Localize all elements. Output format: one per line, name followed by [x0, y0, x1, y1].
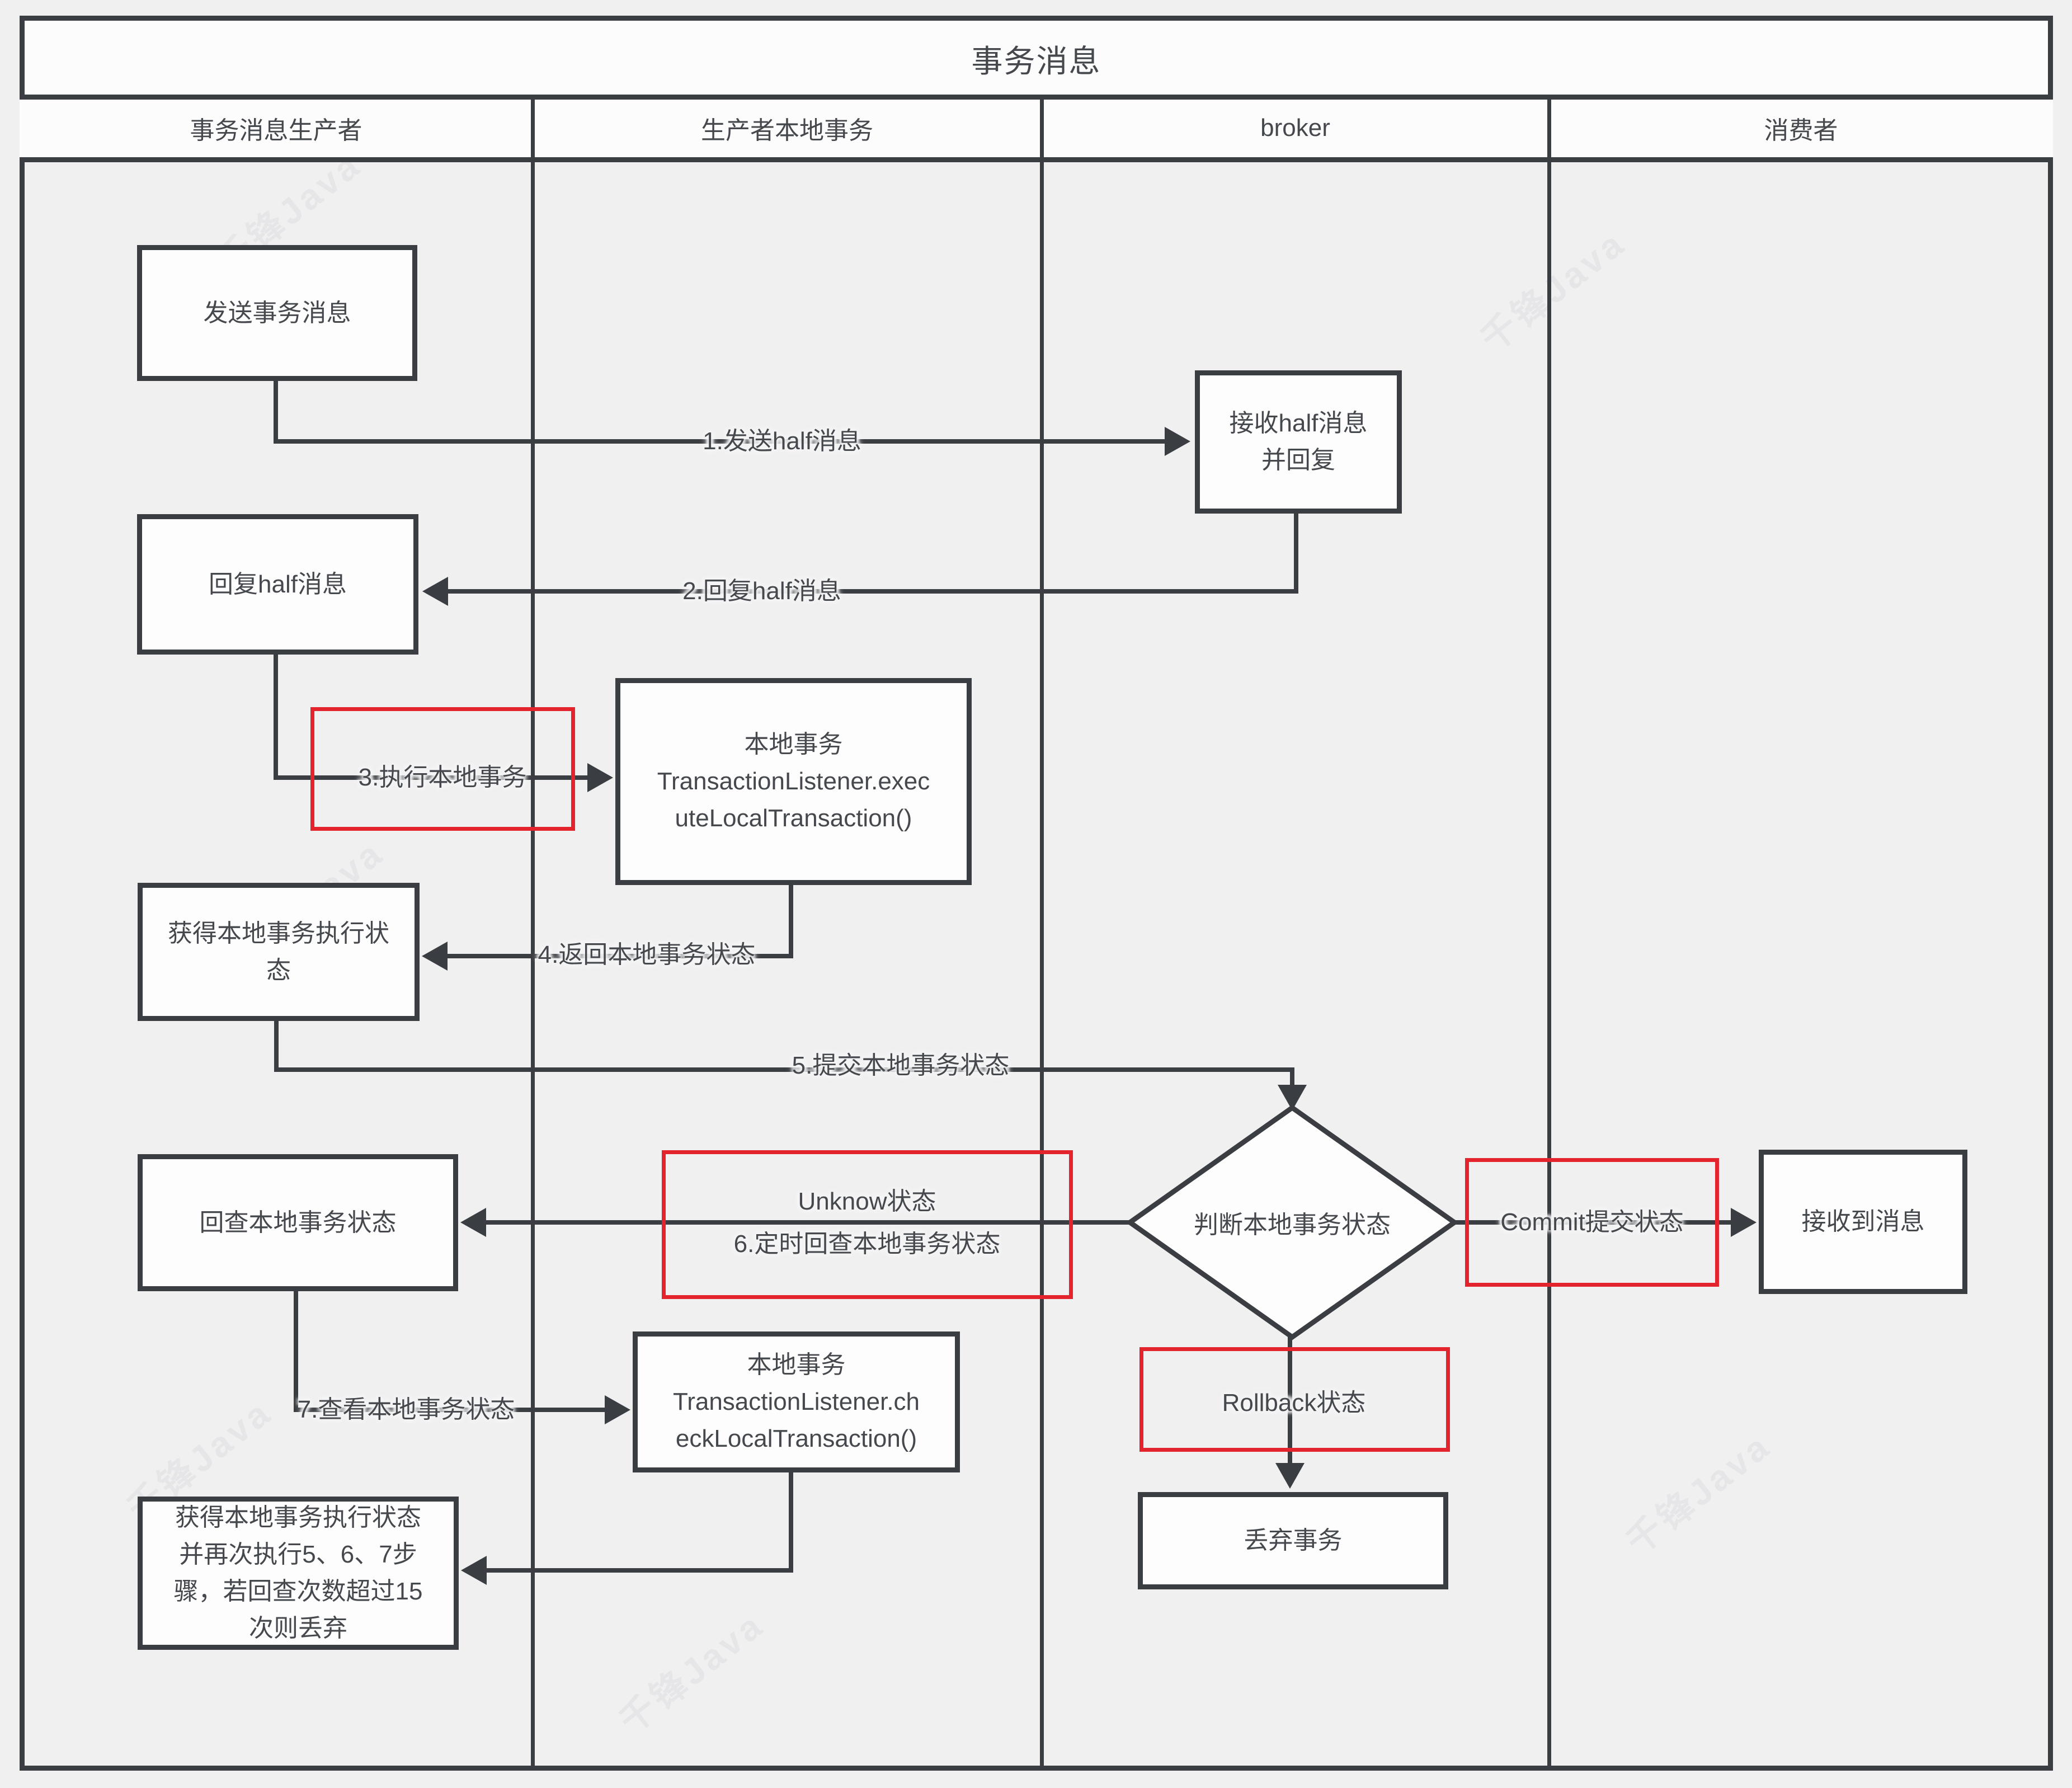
lane-local-transaction-label: 生产者本地事务: [701, 117, 873, 144]
label-commit: Commit提交状态: [1500, 1208, 1684, 1236]
edge-line: [789, 885, 793, 958]
box-get-local-transaction-status: 获得本地事务执行状态: [138, 883, 420, 1021]
box-receive-half-message: 接收half消息并回复: [1195, 370, 1402, 514]
edge-line: [274, 655, 278, 780]
lane-header-lane-local-transaction: 生产者本地事务: [533, 97, 1042, 159]
edge-line: [294, 1291, 298, 1412]
title-separator: [20, 95, 2053, 100]
lane-divider: [1040, 97, 1044, 1766]
arrowhead-left: [422, 577, 448, 606]
lane-broker-label: broker: [1260, 114, 1330, 142]
lane-consumer-label: 消费者: [1764, 117, 1838, 144]
label-step2: 2.回复half消息: [682, 577, 841, 605]
edge-line: [1288, 1333, 1292, 1469]
decision-diamond-label: 判断本地事务状态: [1194, 1211, 1391, 1239]
lane-divider: [531, 97, 535, 1766]
edge-line: [487, 1568, 793, 1573]
box-discard-transaction: 丢弃事务: [1138, 1492, 1448, 1589]
edge-line: [1294, 514, 1298, 591]
edge-line: [448, 589, 1298, 594]
edge-line: [486, 1220, 1137, 1225]
lane-divider: [1547, 97, 1551, 1766]
label-step4: 4.返回本地事务状态: [538, 941, 756, 968]
edge-line: [789, 1472, 793, 1573]
label-unknow: Unknow状态 6.定时回查本地事务状态: [733, 1188, 1001, 1258]
edge-line: [276, 1067, 1294, 1072]
arrowhead-right: [1731, 1208, 1757, 1237]
label-step3: 3.执行本地事务: [358, 764, 527, 791]
red-step3-highlight: [310, 707, 575, 831]
label-step5: 5.提交本地事务状态: [792, 1052, 1010, 1079]
arrowhead-right: [605, 1395, 630, 1424]
edge-line: [276, 439, 1165, 444]
box-message-received-label: 接收到消息: [1801, 1208, 1925, 1235]
red-commit-highlight: [1465, 1158, 1719, 1287]
edge-line: [274, 381, 278, 444]
decision-diamond: [1126, 1104, 1459, 1340]
edge-line: [276, 775, 587, 780]
lane-header-lane-broker: broker: [1042, 97, 1549, 159]
diagram-title-bar: 事务消息: [25, 21, 2048, 97]
page-title: 事务消息: [971, 43, 1101, 79]
box-send-transaction-message-label: 发送事务消息: [203, 299, 351, 327]
diagram-frame: [20, 16, 2053, 1771]
edge-line: [1447, 1220, 1731, 1225]
box-reply-half-message: 回复half消息: [137, 514, 418, 655]
label-rollback: Rollback状态: [1222, 1389, 1366, 1417]
box-check-back-local-status-label: 回查本地事务状态: [199, 1208, 397, 1236]
edge-line: [296, 1408, 605, 1412]
box-discard-transaction-label: 丢弃事务: [1244, 1527, 1343, 1554]
edge-line: [1290, 1067, 1294, 1088]
arrowhead-left: [461, 1556, 487, 1585]
box-check-back-local-status: 回查本地事务状态: [138, 1154, 458, 1291]
edge-line: [448, 954, 793, 958]
edge-line: [274, 1021, 279, 1072]
arrowhead-right: [587, 763, 613, 792]
box-receive-half-message-label: 接收half消息并回复: [1229, 410, 1368, 474]
lane-header-lane-producer: 事务消息生产者: [20, 97, 533, 159]
red-unknow-highlight: [662, 1150, 1073, 1299]
box-send-transaction-message: 发送事务消息: [137, 245, 417, 381]
header-separator: [20, 157, 2053, 162]
arrowhead-right: [1165, 427, 1190, 456]
box-message-received: 接收到消息: [1759, 1150, 1967, 1294]
arrowhead-left: [460, 1208, 486, 1237]
lane-header-lane-consumer: 消费者: [1549, 97, 2053, 159]
red-rollback-highlight: [1139, 1347, 1450, 1452]
box-get-local-transaction-status-label: 获得本地事务执行状态: [168, 919, 389, 984]
arrowhead-down: [1275, 1463, 1305, 1489]
arrowhead-left: [422, 942, 448, 971]
decision-diamond-shape: [1126, 1104, 1459, 1340]
label-step1: 1.发送half消息: [703, 427, 861, 455]
label-step7: 7.查看本地事务状态: [297, 1396, 515, 1423]
lane-producer-label: 事务消息生产者: [190, 117, 362, 144]
box-reply-half-message-label: 回复half消息: [209, 570, 347, 598]
